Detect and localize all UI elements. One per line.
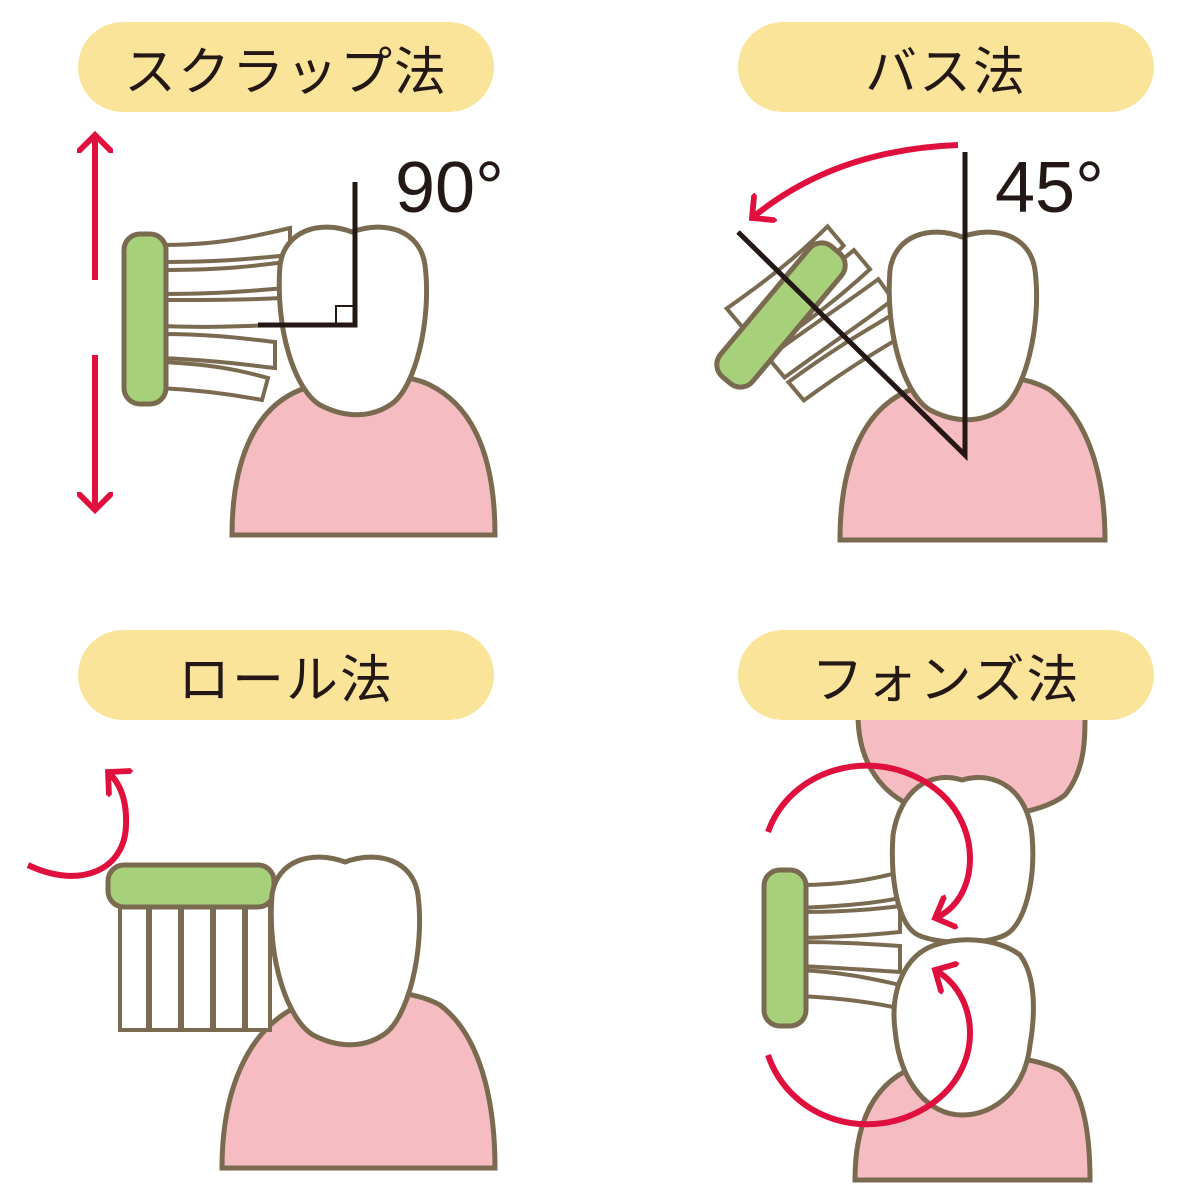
method-title-roll: ロール法 (78, 630, 494, 720)
tooth-icon (891, 937, 1036, 1118)
angle-lines (736, 152, 968, 461)
panel-fones (761, 712, 1093, 1183)
toothbrush-bristles (118, 903, 272, 1032)
method-title-scrub: スクラップ法 (78, 22, 494, 112)
toothbrush-icon (714, 240, 848, 390)
panel-roll (26, 772, 498, 1171)
arrow-icon (765, 970, 973, 1128)
toothbrush-bristles (158, 225, 292, 403)
method-title-fones: フォンズ法 (738, 630, 1154, 720)
toothbrush-icon (761, 867, 809, 1029)
right-angle-mark (335, 305, 356, 326)
panel-scrub: 90° (95, 135, 504, 538)
toothbrush-icon (105, 862, 277, 910)
method-title-bass: バス法 (738, 22, 1154, 112)
arrow-icon (765, 762, 973, 918)
tooth-icon (889, 774, 1036, 945)
arrow-icon (752, 142, 959, 218)
angle-label: 90° (395, 148, 504, 228)
panel-bass: 45° (714, 142, 1108, 543)
toothbrush-bristles (798, 869, 903, 1011)
angle-label: 45° (995, 148, 1104, 228)
tooth-icon (268, 854, 423, 1048)
toothbrush-icon (121, 231, 169, 407)
arrow-icon (26, 772, 126, 879)
